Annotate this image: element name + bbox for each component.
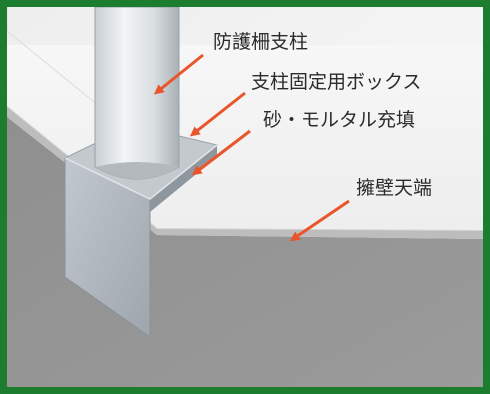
post-body bbox=[94, 7, 180, 180]
arrow-post bbox=[153, 53, 204, 95]
post-base-shadow bbox=[95, 162, 179, 179]
label-fixing-box: 支柱固定用ボックス bbox=[251, 71, 422, 93]
label-wall-top: 擁壁天端 bbox=[356, 177, 433, 199]
arrow-fill bbox=[191, 129, 251, 176]
fixing-box-rim bbox=[64, 144, 218, 200]
fixing-box-right-face bbox=[150, 145, 217, 212]
arrow-box bbox=[189, 91, 246, 137]
label-fill: 砂・モルタル充填 bbox=[263, 109, 416, 131]
retaining-wall-illustration bbox=[7, 7, 483, 387]
label-post: 防護柵支柱 bbox=[213, 31, 309, 53]
arrow-wall-top bbox=[289, 199, 350, 242]
wall-back-edge bbox=[7, 7, 138, 138]
